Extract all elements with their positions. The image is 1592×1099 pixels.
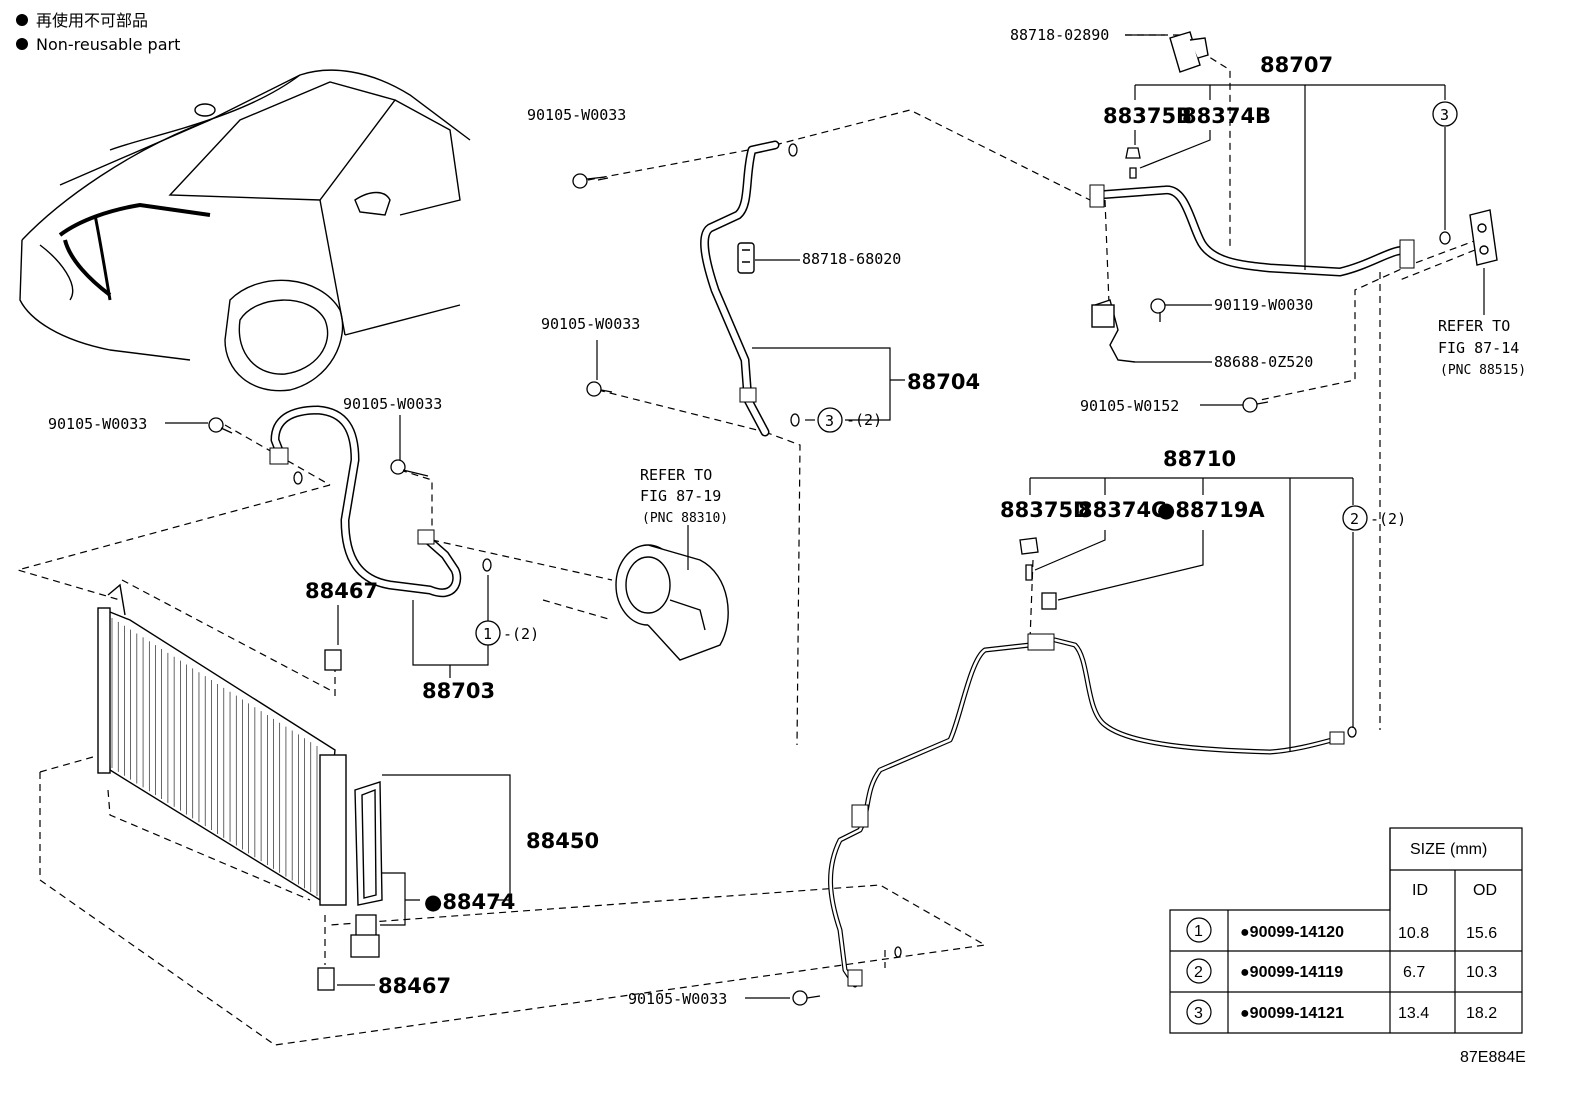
label-88718-02890: 88718-02890 xyxy=(1010,26,1109,44)
figure-code: 87E884E xyxy=(1460,1049,1526,1066)
label-90105-W0033: 90105-W0033 xyxy=(48,415,147,433)
ring-callout-1: 1 -(2) xyxy=(475,620,539,646)
svg-text:●90099-14121: ●90099-14121 xyxy=(1240,1005,1344,1022)
bolt-icon xyxy=(390,459,429,477)
svg-text:1: 1 xyxy=(483,625,492,643)
pipe-88710 xyxy=(828,633,1345,988)
label-88710: 88710 xyxy=(1163,447,1236,471)
legend-bullet-icon xyxy=(16,14,28,26)
pressure-switch-88718-02890 xyxy=(1169,31,1209,73)
label-refer-fig-87-14: REFER TO xyxy=(1438,317,1510,335)
legend: 再使用不可部品 Non-reusable part xyxy=(16,11,180,54)
label-88688-0Z520: 88688-0Z520 xyxy=(1214,353,1313,371)
valve-icon xyxy=(1041,592,1057,610)
bolt-icon xyxy=(792,990,821,1006)
table-header-size: SIZE (mm) xyxy=(1410,841,1487,858)
label-88718-68020: 88718-68020 xyxy=(802,250,901,268)
ring-callout-2: 2 -(2) xyxy=(1342,505,1406,531)
plug-icon xyxy=(324,649,342,671)
label-88474: ●88474 xyxy=(424,890,515,914)
svg-text:10.8: 10.8 xyxy=(1398,925,1429,942)
pipe-88704 xyxy=(700,140,780,437)
pipe-88707 xyxy=(1089,184,1415,277)
cap-icon xyxy=(1019,537,1039,555)
bolt-icon xyxy=(208,417,233,434)
leader-lines xyxy=(165,34,1485,999)
svg-text:-(2): -(2) xyxy=(1370,510,1406,528)
table-header-id: ID xyxy=(1412,882,1428,899)
table-row: 2 ●90099-14119 6.7 10.3 xyxy=(1186,958,1497,984)
compressor xyxy=(615,544,729,661)
label-88375B: 88375B xyxy=(1103,104,1192,128)
svg-text:2: 2 xyxy=(1194,964,1203,981)
receiver-dryer-88450 xyxy=(354,781,383,906)
label-88704: 88704 xyxy=(907,370,980,394)
valve-core-icon xyxy=(1025,564,1033,581)
label-refer-pnc-88515: (PNC 88515) xyxy=(1440,363,1526,378)
label-88707: 88707 xyxy=(1260,53,1333,77)
bolt-icon xyxy=(1242,397,1269,413)
svg-text:3: 3 xyxy=(1194,1005,1203,1022)
svg-text:6.7: 6.7 xyxy=(1403,964,1425,981)
label-90105-W0033: 90105-W0033 xyxy=(527,106,626,124)
pressure-sensor-88718-68020 xyxy=(737,242,755,274)
svg-text:-(2): -(2) xyxy=(503,625,539,643)
label-88719A: ●88719A xyxy=(1157,498,1265,522)
label-88467: 88467 xyxy=(378,974,451,998)
label-88450: 88450 xyxy=(526,829,599,853)
table-row: 3 ●90099-14121 13.4 18.2 xyxy=(1186,999,1497,1025)
o-ring-size-table: SIZE (mm) ID OD 1 ●90099-14120 10.8 15.6… xyxy=(1169,827,1523,1034)
dashed-assembly-guides xyxy=(15,34,1491,1046)
plug-icon xyxy=(317,967,335,991)
bolt-icon xyxy=(572,173,606,189)
label-refer-fig-87-14: FIG 87-14 xyxy=(1438,339,1519,357)
bolts xyxy=(208,147,1269,1006)
svg-text:3: 3 xyxy=(825,412,834,430)
expansion-valve-block xyxy=(1469,209,1498,266)
pipe-88703 xyxy=(269,405,462,597)
condenser-assembly xyxy=(97,583,347,906)
ring-callout-3-top: 3 xyxy=(1432,101,1458,127)
svg-text:●90099-14119: ●90099-14119 xyxy=(1240,964,1343,981)
svg-text:18.2: 18.2 xyxy=(1466,1005,1497,1022)
filter-plug-88474-icon xyxy=(350,914,380,958)
label-90105-W0152: 90105-W0152 xyxy=(1080,397,1179,415)
svg-text:2: 2 xyxy=(1350,510,1359,528)
svg-text:10.3: 10.3 xyxy=(1466,964,1497,981)
bolt-icon xyxy=(1150,298,1166,322)
label-90105-W0033: 90105-W0033 xyxy=(541,315,640,333)
valve-core-icon xyxy=(1129,167,1137,179)
bracket-88688-0Z520 xyxy=(1091,299,1136,363)
legend-bullet-icon xyxy=(16,38,28,50)
part-labels: 88718-02890 88707 88375B 88374B 90119-W0… xyxy=(48,26,1526,1066)
label-88374B: 88374B xyxy=(1182,104,1271,128)
label-90105-W0033: 90105-W0033 xyxy=(628,990,727,1008)
svg-text:●90099-14120: ●90099-14120 xyxy=(1240,924,1344,941)
svg-text:13.4: 13.4 xyxy=(1398,1005,1429,1022)
vehicle-outline-illustration xyxy=(19,69,471,392)
label-88703: 88703 xyxy=(422,679,495,703)
table-row: 1 ●90099-14120 10.8 15.6 xyxy=(1186,917,1497,943)
cap-icon xyxy=(1125,147,1141,159)
legend-english: Non-reusable part xyxy=(36,35,180,54)
bolt-icon xyxy=(586,381,613,397)
label-refer-fig-87-19: REFER TO xyxy=(640,466,712,484)
svg-text:1: 1 xyxy=(1194,923,1203,940)
label-90105-W0033: 90105-W0033 xyxy=(343,395,442,413)
label-refer-fig-87-19: FIG 87-19 xyxy=(640,487,721,505)
label-90119-W0030: 90119-W0030 xyxy=(1214,296,1313,314)
table-header-od: OD xyxy=(1473,882,1497,899)
ring-callout-3-mid: 3 -(2) xyxy=(817,407,882,433)
o-rings xyxy=(293,143,1451,958)
svg-text:-(2): -(2) xyxy=(846,411,882,429)
label-88467: 88467 xyxy=(305,579,378,603)
svg-text:15.6: 15.6 xyxy=(1466,925,1497,942)
legend-japanese: 再使用不可部品 xyxy=(36,11,148,30)
label-88375D: 88375D xyxy=(1000,498,1091,522)
svg-text:3: 3 xyxy=(1440,106,1449,124)
label-refer-pnc-88310: (PNC 88310) xyxy=(642,511,728,526)
label-88374C: 88374C xyxy=(1078,498,1166,522)
